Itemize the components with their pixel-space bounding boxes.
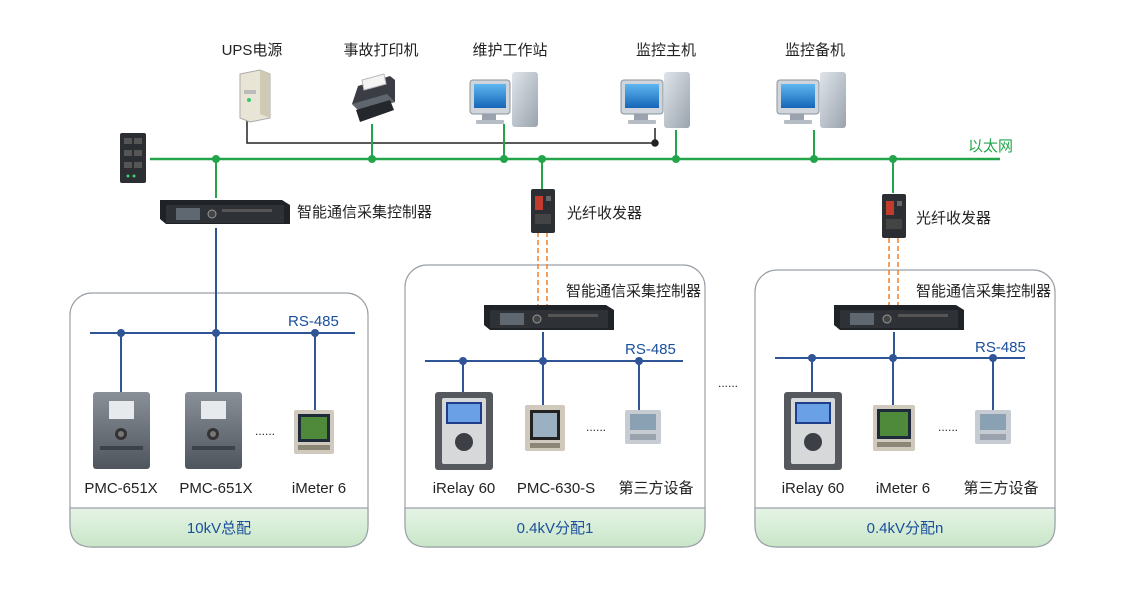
ellipsis-zonen: ...... bbox=[938, 420, 959, 434]
ups-icon bbox=[239, 69, 271, 123]
controller-main-label: 智能通信采集控制器 bbox=[297, 204, 433, 221]
ethernet-label: 以太网 bbox=[968, 138, 1014, 155]
ellipsis-zone1: ...... bbox=[586, 420, 607, 434]
controller-zone1-icon bbox=[484, 305, 614, 330]
fiber-transceiver-n-icon bbox=[882, 194, 906, 238]
third-party-device-icon bbox=[625, 410, 661, 444]
fiber-transceiver-1-icon bbox=[531, 189, 555, 233]
rs485-label-zonen: RS-485 bbox=[975, 339, 1026, 356]
irelay-60-icon bbox=[784, 392, 842, 470]
controller-zonen-icon bbox=[834, 305, 964, 330]
monitor-main-icon bbox=[620, 72, 690, 128]
irelay-60-icon bbox=[435, 392, 493, 470]
maintenance-workstation-icon bbox=[469, 72, 538, 127]
monitor-main-label: 监控主机 bbox=[635, 42, 697, 59]
rs485-label-10kv: RS-485 bbox=[288, 313, 339, 330]
device-label: PMC-651X bbox=[84, 480, 158, 497]
controller-main-icon bbox=[160, 200, 290, 224]
fiber-links bbox=[537, 232, 899, 305]
ethernet-bus bbox=[150, 124, 1000, 198]
rs485-nodes bbox=[117, 329, 997, 365]
zone-title-zone1: 0.4kV分配1 bbox=[516, 520, 594, 537]
zone-title-zonen: 0.4kV分配n bbox=[866, 520, 944, 537]
fiber-transceiver-1-label: 光纤收发器 bbox=[567, 205, 643, 222]
pmc-651x-icon bbox=[93, 392, 150, 469]
controller-zonen-label: 智能通信采集控制器 bbox=[916, 283, 1052, 300]
zone-title-10kv: 10kV总配 bbox=[186, 520, 252, 537]
device-label: iMeter 6 bbox=[875, 480, 931, 497]
pmc-651x-icon bbox=[185, 392, 242, 469]
rs485-label-zone1: RS-485 bbox=[625, 341, 676, 358]
pmc-630-s-icon bbox=[525, 405, 565, 451]
imeter-6-icon bbox=[294, 410, 334, 454]
fiber-transceiver-n-label: 光纤收发器 bbox=[916, 210, 992, 227]
ellipsis-between-zones: ...... bbox=[718, 376, 739, 390]
device-label: iMeter 6 bbox=[291, 480, 347, 497]
device-label: 第三方设备 bbox=[963, 480, 1039, 497]
third-party-device-icon bbox=[975, 410, 1011, 444]
printer-label: 事故打印机 bbox=[343, 42, 419, 59]
ethernet-nodes bbox=[212, 155, 897, 163]
device-label: PMC-630-S bbox=[516, 480, 596, 497]
controller-zone1-label: 智能通信采集控制器 bbox=[566, 283, 702, 300]
monitor-backup-label: 监控备机 bbox=[784, 42, 846, 59]
top-device-links bbox=[246, 118, 659, 147]
device-label: PMC-651X bbox=[179, 480, 253, 497]
monitor-backup-icon bbox=[776, 72, 846, 128]
device-label: iRelay 60 bbox=[432, 480, 496, 497]
device-label: iRelay 60 bbox=[781, 480, 845, 497]
imeter-6-icon bbox=[873, 405, 915, 451]
ellipsis-10kv: ...... bbox=[255, 424, 276, 438]
printer-icon bbox=[352, 73, 395, 122]
maintenance-workstation-label: 维护工作站 bbox=[472, 42, 548, 59]
ethernet-switch-icon bbox=[120, 133, 146, 183]
ups-label: UPS电源 bbox=[221, 42, 283, 59]
device-label: 第三方设备 bbox=[618, 480, 694, 497]
